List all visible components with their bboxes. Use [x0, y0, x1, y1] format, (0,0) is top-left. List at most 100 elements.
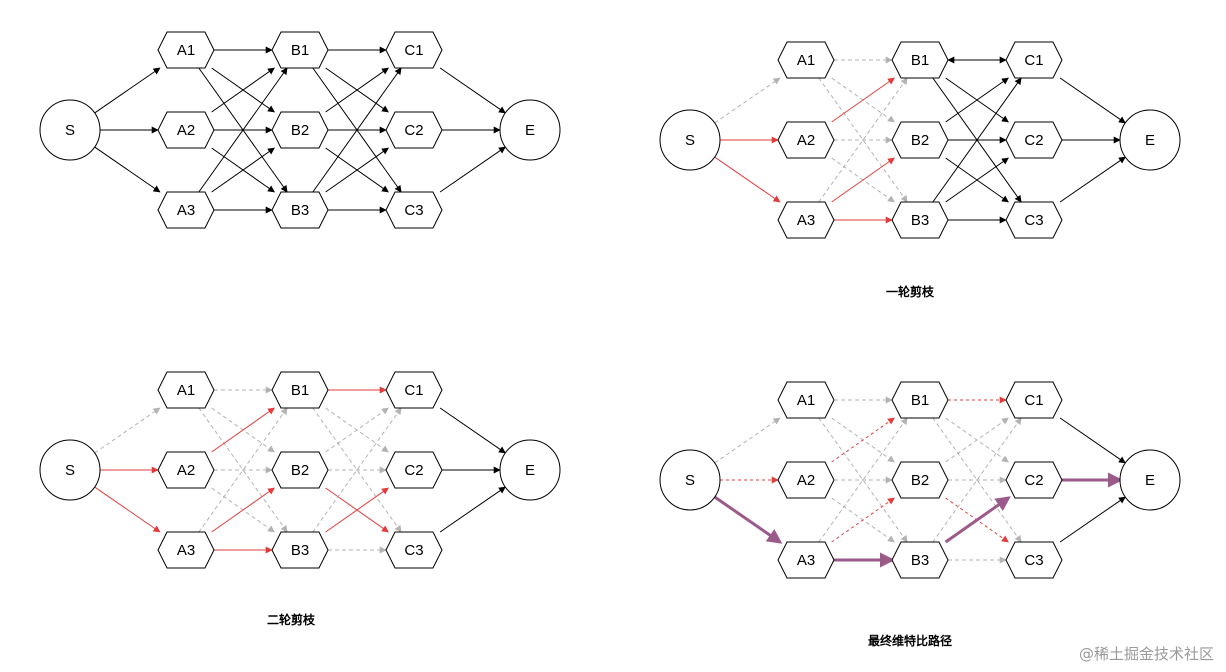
edge-C1-E [439, 407, 506, 454]
node-e [1119, 449, 1181, 511]
node-e [1119, 109, 1181, 171]
panel-caption: 最终维特比路径 [868, 633, 952, 648]
node-b1 [271, 31, 329, 69]
node-label-a3: A3 [177, 542, 195, 559]
node-a3 [157, 191, 215, 229]
edge-B3-C1 [312, 407, 402, 533]
watermark: @稀土掘金技术社区 [1078, 645, 1214, 663]
node-a1 [157, 371, 215, 409]
edge-S-A3 [94, 486, 161, 533]
edge-B3-C1 [932, 417, 1022, 543]
node-a1 [777, 41, 835, 79]
node-label-a2: A2 [177, 122, 195, 139]
node-b2 [271, 451, 329, 489]
node-b3 [271, 191, 329, 229]
edge-B3-C1 [932, 77, 1022, 203]
edge-B1-C3 [312, 407, 402, 533]
node-b2 [891, 461, 949, 499]
node-label-b1: B1 [291, 42, 309, 59]
node-label-b3: B3 [911, 552, 929, 569]
node-label-b3: B3 [291, 202, 309, 219]
node-e [499, 439, 561, 501]
node-c1 [1005, 41, 1063, 79]
edge-C3-E [439, 486, 506, 533]
node-b1 [891, 41, 949, 79]
node-label-a3: A3 [177, 202, 195, 219]
node-s [659, 109, 721, 171]
node-c1 [385, 371, 443, 409]
node-c3 [1005, 201, 1063, 239]
node-b3 [891, 541, 949, 579]
node-label-e: E [1145, 132, 1155, 149]
edge-A2-B1 [831, 77, 895, 123]
node-label-a1: A1 [177, 42, 195, 59]
node-b2 [271, 111, 329, 149]
node-label-c3: C3 [404, 542, 423, 559]
node-a1 [157, 31, 215, 69]
edge-B2-C1 [945, 417, 1009, 463]
node-label-b3: B3 [911, 212, 929, 229]
node-label-b1: B1 [911, 392, 929, 409]
node-label-c2: C2 [1024, 132, 1043, 149]
edge-C3-E [439, 146, 506, 193]
node-b1 [271, 371, 329, 409]
node-a3 [777, 201, 835, 239]
node-c3 [385, 191, 443, 229]
edge-A1-B3 [818, 77, 908, 203]
node-s [39, 99, 101, 161]
node-c2 [385, 451, 443, 489]
edge-S-A1 [714, 417, 781, 464]
node-a2 [777, 121, 835, 159]
edge-B2-C1 [325, 67, 389, 113]
edge-B1-C3 [932, 417, 1022, 543]
node-e [499, 99, 561, 161]
node-a2 [157, 111, 215, 149]
edge-A2-B1 [211, 67, 275, 113]
node-a3 [777, 541, 835, 579]
node-label-a2: A2 [797, 132, 815, 149]
node-c3 [1005, 541, 1063, 579]
node-label-e: E [525, 122, 535, 139]
node-label-a1: A1 [797, 52, 815, 69]
node-s [659, 449, 721, 511]
edge-A3-B1 [198, 407, 288, 533]
node-label-a2: A2 [177, 462, 195, 479]
edge-C3-E [1059, 496, 1126, 543]
node-c2 [1005, 461, 1063, 499]
node-b1 [891, 381, 949, 419]
edge-A3-B2 [831, 497, 895, 543]
edge-B2-C1 [945, 77, 1009, 123]
edge-C3-E [1059, 156, 1126, 203]
node-label-a3: A3 [797, 212, 815, 229]
node-label-s: S [685, 132, 695, 149]
edge-B2-C1 [325, 407, 389, 453]
node-label-c1: C1 [1024, 392, 1043, 409]
node-label-s: S [65, 122, 75, 139]
edge-A3-B2 [831, 157, 895, 203]
edge-S-A3 [713, 495, 783, 544]
node-label-b2: B2 [911, 132, 929, 149]
edge-A3-B2 [211, 487, 275, 533]
node-label-a3: A3 [797, 552, 815, 569]
edge-S-A3 [94, 146, 161, 193]
node-label-c2: C2 [404, 122, 423, 139]
edge-S-A1 [94, 67, 161, 114]
node-label-b2: B2 [911, 472, 929, 489]
node-label-s: S [65, 462, 75, 479]
node-b3 [891, 201, 949, 239]
node-label-b1: B1 [911, 52, 929, 69]
node-a1 [777, 381, 835, 419]
node-label-e: E [525, 462, 535, 479]
node-label-b2: B2 [291, 462, 309, 479]
node-label-c3: C3 [1024, 212, 1043, 229]
node-label-a1: A1 [797, 392, 815, 409]
edge-A2-B1 [831, 417, 895, 463]
node-label-e: E [1145, 472, 1155, 489]
node-label-c2: C2 [404, 462, 423, 479]
edge-B3-C2 [945, 157, 1009, 203]
edge-C1-E [1059, 77, 1126, 124]
